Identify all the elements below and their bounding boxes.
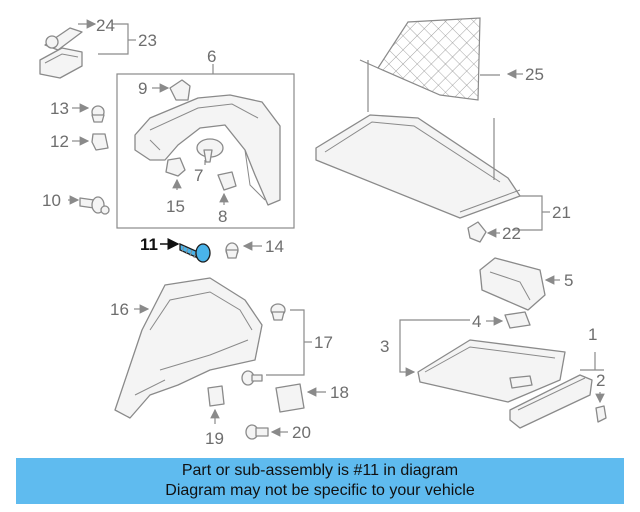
callout-18: 18 bbox=[330, 383, 349, 402]
part-17-fastener-bottom[interactable] bbox=[241, 370, 263, 386]
info-banner: Part or sub-assembly is #11 in diagram D… bbox=[16, 458, 624, 504]
callout-22: 22 bbox=[502, 224, 521, 243]
callout-21: 21 bbox=[552, 203, 571, 222]
part-25-cargo-net[interactable] bbox=[359, 17, 500, 101]
banner-line-disclaimer: Diagram may not be specific to your vehi… bbox=[165, 482, 475, 499]
group-6-frame bbox=[116, 73, 295, 229]
callout-3: 3 bbox=[380, 337, 389, 356]
callout-20: 20 bbox=[292, 423, 311, 442]
callout-1: 1 bbox=[588, 325, 597, 344]
part-15-retainer[interactable] bbox=[165, 157, 186, 177]
callout-6: 6 bbox=[207, 47, 216, 66]
part-17-fastener-top[interactable] bbox=[270, 303, 286, 321]
callout-11-highlighted: 11 bbox=[140, 235, 158, 254]
part-23-lamp[interactable] bbox=[39, 47, 83, 79]
part-22-hook[interactable] bbox=[467, 221, 487, 243]
callout-2: 2 bbox=[596, 371, 605, 390]
callout-4: 4 bbox=[472, 312, 481, 331]
part-14-fastener[interactable] bbox=[225, 242, 239, 259]
part-16-quarter-trim[interactable] bbox=[114, 277, 263, 419]
callout-24: 24 bbox=[96, 16, 115, 35]
banner-line-part-number: Part or sub-assembly is #11 in diagram bbox=[181, 462, 459, 479]
part-6-trim-panel[interactable] bbox=[134, 94, 281, 206]
callout-7: 7 bbox=[194, 166, 203, 185]
part-24-clip[interactable] bbox=[44, 27, 83, 51]
part-12-nut[interactable] bbox=[91, 133, 109, 151]
part-10-bolt[interactable] bbox=[79, 196, 110, 215]
callout-13: 13 bbox=[50, 99, 69, 118]
part-21-cargo-cover[interactable] bbox=[315, 60, 521, 219]
callout-8: 8 bbox=[218, 207, 227, 226]
part-2-clip[interactable] bbox=[595, 405, 607, 423]
callout-16: 16 bbox=[110, 300, 129, 319]
part-5-bracket[interactable] bbox=[479, 257, 546, 311]
part-8-clip[interactable] bbox=[217, 171, 237, 191]
part-1-sill-plate[interactable] bbox=[509, 374, 593, 429]
part-18-plate[interactable] bbox=[275, 383, 305, 413]
callout-10: 10 bbox=[42, 191, 61, 210]
part-9-clip[interactable] bbox=[169, 79, 191, 101]
part-13-fastener[interactable] bbox=[91, 105, 105, 123]
callout-12: 12 bbox=[50, 132, 69, 151]
callout-14: 14 bbox=[265, 237, 284, 256]
part-11-bolt-highlighted[interactable] bbox=[179, 242, 211, 263]
callout-5: 5 bbox=[564, 271, 573, 290]
part-4-pad[interactable] bbox=[504, 311, 531, 329]
part-19-cover[interactable] bbox=[207, 385, 225, 407]
callout-19: 19 bbox=[205, 429, 224, 448]
callout-23: 23 bbox=[138, 31, 157, 50]
part-7-pushpin[interactable] bbox=[196, 138, 224, 163]
part-20-fastener[interactable] bbox=[245, 424, 269, 440]
callout-9: 9 bbox=[138, 79, 147, 98]
callout-17: 17 bbox=[314, 333, 333, 352]
callout-15: 15 bbox=[166, 197, 185, 216]
part-3-floor-board[interactable] bbox=[417, 339, 566, 403]
callout-25: 25 bbox=[525, 65, 544, 84]
